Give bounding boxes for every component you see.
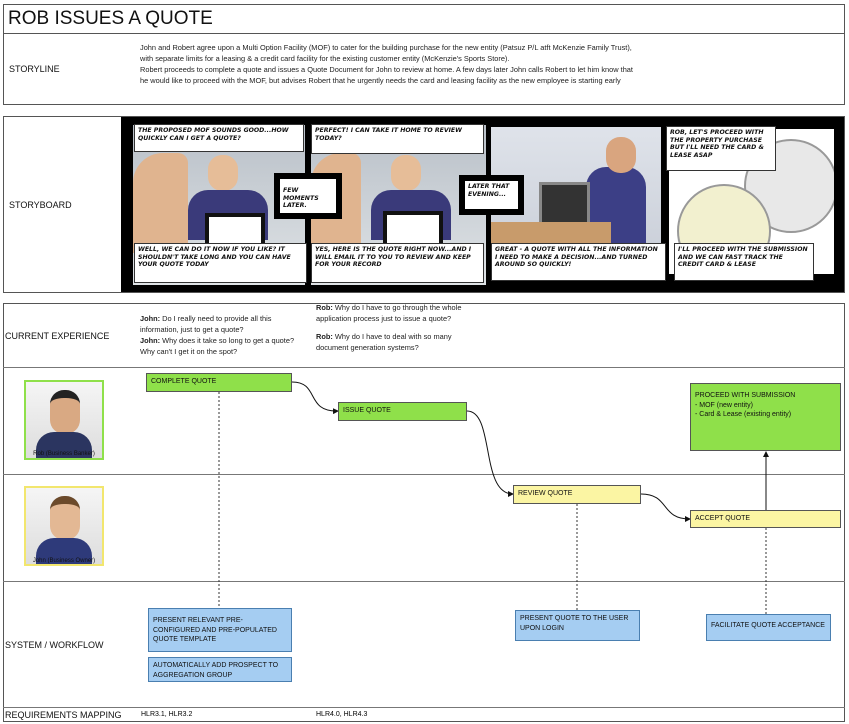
pain-text: Why does it take so long to get a quote?… bbox=[140, 336, 295, 356]
storyline-text: John and Robert agree upon a Multi Optio… bbox=[140, 42, 840, 86]
customer-figure bbox=[391, 155, 421, 191]
rob-caption: Rob (Business Banker) bbox=[33, 451, 95, 457]
john-caption: John (Business Owner) bbox=[32, 558, 96, 564]
avatar-head bbox=[50, 390, 80, 434]
caption-box: FEW MOMENTS LATER. bbox=[274, 173, 342, 219]
pain-point: John: Why does it take so long to get a … bbox=[140, 335, 310, 357]
storyline-label: STORYLINE bbox=[9, 64, 60, 74]
rob-pain-points: Rob: Why do I have to go through the who… bbox=[316, 302, 476, 353]
system-step-template[interactable]: PRESENT RELEVANT PRE-CONFIGURED AND PRE-… bbox=[148, 608, 292, 652]
arrow-review-to-accept bbox=[640, 493, 691, 522]
speaker: Rob: bbox=[316, 303, 333, 312]
accept-quote-step[interactable]: ACCEPT QUOTE bbox=[690, 510, 841, 528]
requirements-2: HLR4.0, HLR4.3 bbox=[316, 711, 368, 718]
storyline-line: he would like to proceed with the MOF, b… bbox=[140, 76, 621, 85]
speech-bubble: I'LL PROCEED WITH THE SUBMISSION AND WE … bbox=[674, 243, 814, 281]
customer-head bbox=[606, 137, 636, 173]
current-experience-label: CURRENT EXPERIENCE bbox=[5, 331, 110, 341]
storyboard-row: STORYBOARD THE PROPOSED MOF SOUNDS GOOD.… bbox=[3, 116, 845, 293]
pain-point: Rob: Why do I have to go through the who… bbox=[316, 302, 476, 324]
speech-bubble: PERFECT! I CAN TAKE IT HOME TO REVIEW TO… bbox=[311, 124, 484, 154]
arrow-issue-to-review bbox=[466, 410, 514, 497]
avatar-head bbox=[50, 496, 80, 540]
complete-quote-step[interactable]: COMPLETE QUOTE bbox=[146, 373, 292, 392]
customer-figure bbox=[208, 155, 238, 191]
pain-text: Why do I have to go through the whole ap… bbox=[316, 303, 462, 323]
requirements-1: HLR3.1, HLR3.2 bbox=[141, 711, 193, 718]
divider bbox=[3, 707, 845, 708]
storyline-line: with separate limits for a leasing & a c… bbox=[140, 54, 510, 63]
system-step-acceptance[interactable]: FACILITATE QUOTE ACCEPTANCE bbox=[706, 614, 831, 641]
speech-bubble: THE PROPOSED MOF SOUNDS GOOD...HOW QUICK… bbox=[134, 124, 304, 152]
proceed-submission-step[interactable]: PROCEED WITH SUBMISSION - MOF (new entit… bbox=[690, 383, 841, 451]
pain-text: Why do I have to deal with so many docum… bbox=[316, 332, 452, 352]
proceed-item: - Card & Lease (existing entity) bbox=[695, 411, 792, 418]
speaker: John: bbox=[140, 336, 161, 345]
system-step-present-quote[interactable]: PRESENT QUOTE TO THE USER UPON LOGIN bbox=[515, 610, 640, 641]
review-quote-step[interactable]: REVIEW QUOTE bbox=[513, 485, 641, 504]
avatar-body bbox=[36, 538, 92, 564]
divider bbox=[3, 581, 845, 582]
proceed-item: - MOF (new entity) bbox=[695, 401, 753, 409]
storyline-line: Robert proceeds to complete a quote and … bbox=[140, 65, 633, 74]
system-step-aggregation[interactable]: AUTOMATICALLY ADD PROSPECT TO AGGREGATIO… bbox=[148, 657, 292, 682]
page-title: ROB ISSUES A QUOTE bbox=[8, 8, 213, 29]
speech-bubble: GREAT - A QUOTE WITH ALL THE INFORMATION… bbox=[491, 243, 666, 281]
speaker: Rob: bbox=[316, 332, 333, 341]
proceed-title: PROCEED WITH SUBMISSION bbox=[695, 392, 796, 399]
pain-point: John: Do I really need to provide all th… bbox=[140, 313, 310, 335]
issue-quote-step[interactable]: ISSUE QUOTE bbox=[338, 402, 467, 421]
divider bbox=[3, 367, 845, 368]
john-avatar bbox=[24, 486, 104, 566]
avatar-body bbox=[36, 432, 92, 458]
banker-figure bbox=[133, 153, 188, 253]
system-workflow-label: SYSTEM / WORKFLOW bbox=[5, 640, 104, 650]
comic-strip: THE PROPOSED MOF SOUNDS GOOD...HOW QUICK… bbox=[121, 117, 844, 292]
speech-bubble: YES, HERE IS THE QUOTE RIGHT NOW...AND I… bbox=[311, 243, 484, 283]
speaker: John: bbox=[140, 314, 161, 323]
caption-box: LATER THAT EVENING... bbox=[459, 175, 524, 215]
pain-point: Rob: Why do I have to deal with so many … bbox=[316, 331, 476, 353]
storyboard-label: STORYBOARD bbox=[9, 200, 72, 210]
requirements-label: REQUIREMENTS MAPPING bbox=[5, 710, 122, 720]
storyline-line: John and Robert agree upon a Multi Optio… bbox=[140, 43, 632, 52]
storyline-row: STORYLINE John and Robert agree upon a M… bbox=[3, 33, 845, 105]
divider bbox=[3, 474, 845, 475]
john-pain-points: John: Do I really need to provide all th… bbox=[140, 313, 310, 357]
pain-text: Do I really need to provide all this inf… bbox=[140, 314, 272, 334]
speech-bubble: WELL, WE CAN DO IT NOW IF YOU LIKE? IT S… bbox=[134, 243, 307, 283]
arrow-complete-to-issue bbox=[291, 381, 339, 415]
rob-avatar bbox=[24, 380, 104, 460]
swimlane-table bbox=[3, 303, 845, 722]
speech-bubble: ROB, LET'S PROCEED WITH THE PROPERTY PUR… bbox=[666, 126, 776, 171]
